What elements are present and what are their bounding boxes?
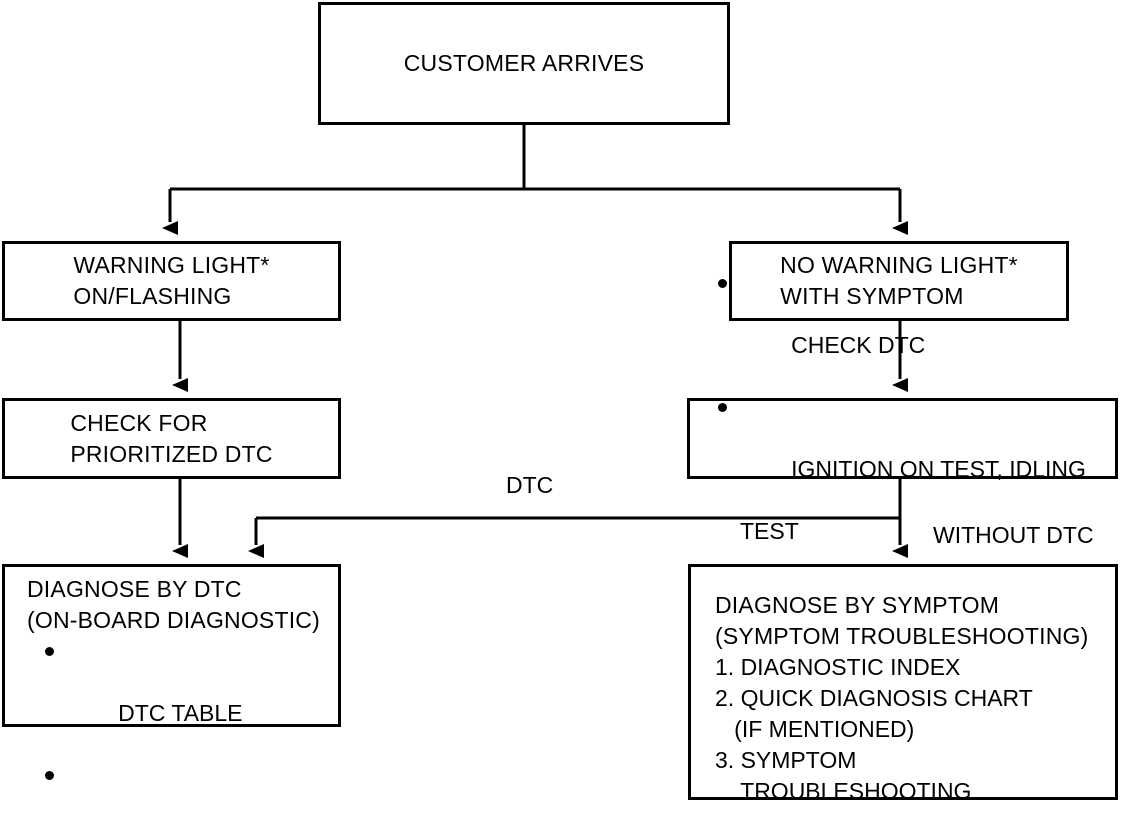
node-check-prioritized-dtc[interactable]: CHECK FOR PRIORITIZED DTC	[2, 398, 341, 479]
edge-label-without-dtc: WITHOUT DTC	[933, 522, 1094, 548]
list-item: DTC TABLE	[39, 636, 338, 760]
node-customer-arrives-label: CUSTOMER ARRIVES	[403, 50, 645, 76]
node-warning-light-line2: ON/FLASHING	[73, 283, 232, 309]
diagnose-by-symptom-heading2: (SYMPTOM TROUBLESHOOTING)	[715, 623, 1089, 649]
node-no-warning-light-line2: WITH SYMPTOM	[780, 283, 964, 309]
list-item: IGNITION ON TEST, IDLING TEST	[712, 392, 1115, 609]
list-item: 3. SYMPTOM TROUBLESHOOTING	[715, 747, 972, 804]
node-check-dtc-tests[interactable]: CHECK DTC IGNITION ON TEST, IDLING TEST	[687, 279, 1118, 544]
diagnose-by-symptom-heading: DIAGNOSE BY SYMPTOM (SYMPTOM TROUBLESHOO…	[691, 590, 1115, 652]
node-no-warning-light[interactable]: NO WARNING LIGHT* WITH SYMPTOM	[729, 241, 1069, 321]
footnote: *: INDICATOR LIGHTS AND WARNING LIGHTS T…	[6, 760, 479, 824]
node-check-prioritized-dtc-line1: CHECK FOR	[70, 409, 208, 436]
diagnose-by-dtc-heading: DIAGNOSE BY DTC (ON-BOARD DIAGNOSTIC)	[5, 574, 338, 636]
diagnose-by-dtc-bullet-list: DTC TABLE DTC TROUBLESHOOTING FLOW	[5, 636, 338, 824]
node-warning-light-line1: WARNING LIGHT*	[73, 252, 270, 278]
list-item: 2. QUICK DIAGNOSIS CHART (IF MENTIONED)	[715, 685, 1033, 742]
list-item: DTC TROUBLESHOOTING FLOW	[39, 760, 338, 824]
bullet-dot-icon	[45, 771, 54, 780]
diagnose-by-symptom-numbered-list: 1. DIAGNOSTIC INDEX 2. QUICK DIAGNOSIS C…	[691, 652, 1115, 807]
diagnose-by-dtc-heading1: DIAGNOSE BY DTC	[27, 576, 242, 602]
diagnose-by-dtc-heading2: (ON-BOARD DIAGNOSTIC)	[27, 607, 320, 633]
bullet-text: IGNITION ON TEST, IDLING	[791, 456, 1086, 482]
bullet-text: CHECK DTC	[791, 332, 926, 358]
node-warning-light[interactable]: WARNING LIGHT* ON/FLASHING	[2, 241, 341, 321]
bullet-dot-icon	[45, 647, 54, 656]
bullet-dot-icon	[718, 279, 727, 288]
node-check-prioritized-dtc-line2: PRIORITIZED DTC	[70, 440, 273, 467]
bullet-text: DTC TABLE	[118, 700, 243, 726]
bullet-dot-icon	[718, 403, 727, 412]
node-customer-arrives[interactable]: CUSTOMER ARRIVES	[318, 2, 730, 125]
edge-customer-to-split	[170, 125, 900, 191]
node-diagnose-by-symptom[interactable]: DIAGNOSE BY SYMPTOM (SYMPTOM TROUBLESHOO…	[688, 564, 1118, 804]
bullet-text-continued: TEST	[740, 518, 799, 544]
node-no-warning-light-line1: NO WARNING LIGHT*	[780, 252, 1018, 278]
edge-label-dtc: DTC	[506, 472, 554, 498]
node-diagnose-by-dtc[interactable]: DIAGNOSE BY DTC (ON-BOARD DIAGNOSTIC) DT…	[2, 564, 341, 780]
check-dtc-bullet-list: CHECK DTC IGNITION ON TEST, IDLING TEST	[690, 268, 1115, 609]
list-item: 1. DIAGNOSTIC INDEX	[715, 654, 961, 680]
list-item: CHECK DTC	[712, 268, 1115, 392]
diagnose-by-symptom-heading1: DIAGNOSE BY SYMPTOM	[715, 592, 1000, 618]
